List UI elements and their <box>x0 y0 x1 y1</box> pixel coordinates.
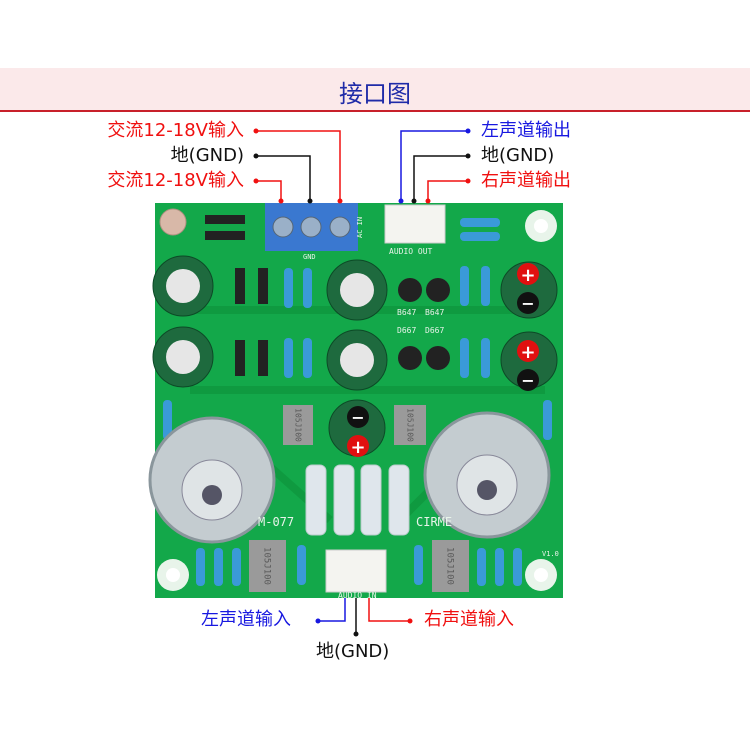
svg-text:+: + <box>350 437 365 458</box>
silk-d667: D667 <box>425 326 444 335</box>
mounting-hole <box>159 208 187 236</box>
audio-in-connector <box>325 549 387 593</box>
svg-text:+: + <box>520 265 535 286</box>
leader-dots <box>253 128 471 637</box>
polarity-plus-icon: + <box>517 340 539 363</box>
diode <box>205 215 245 224</box>
ac-terminal-block <box>265 203 358 251</box>
transistors <box>398 278 450 370</box>
polarity-minus-icon: − <box>347 406 369 428</box>
silk-d667: D667 <box>397 326 416 335</box>
resistors <box>163 218 552 586</box>
film-capacitor-marking: 105J100 <box>445 547 455 585</box>
capacitor-tops <box>166 269 374 377</box>
film-capacitors <box>249 405 469 592</box>
leader-lines <box>256 130 468 634</box>
silk-audio-out: AUDIO OUT <box>389 247 433 256</box>
mounting-hole <box>525 210 557 242</box>
silk-version: V1.0 <box>542 550 559 558</box>
svg-text:−: − <box>521 294 534 313</box>
diode <box>205 231 245 240</box>
silk-b647: B647 <box>425 308 444 317</box>
mounting-hole <box>525 559 557 591</box>
label-ac-input-1: 交流12-18V输入 <box>107 120 244 141</box>
svg-text:+: + <box>520 342 535 363</box>
silk-model-left: M-077 <box>258 515 294 529</box>
polarity-plus-icon: + <box>347 435 369 458</box>
polarity-minus-icon: − <box>517 292 539 314</box>
silk-gnd: GND <box>303 253 316 261</box>
label-gnd-input: 地(GND) <box>170 145 244 166</box>
vacuum-tube-left <box>148 416 276 544</box>
polarity-minus-icon: − <box>517 369 539 391</box>
label-ac-input-2: 交流12-18V输入 <box>107 170 244 191</box>
vacuum-tube-right <box>423 411 551 539</box>
rectifier-diodes <box>235 268 268 376</box>
label-right-output: 右声道输出 <box>481 170 571 191</box>
film-capacitor-marking: 105J100 <box>262 547 272 585</box>
svg-text:−: − <box>351 408 364 427</box>
label-left-input: 左声道输入 <box>201 609 291 630</box>
power-resistors <box>305 464 410 536</box>
silk-audio-in: AUDIO IN <box>338 591 377 600</box>
silk-b647: B647 <box>397 308 416 317</box>
polarity-plus-icon: + <box>517 263 539 286</box>
film-capacitor-marking: 105J100 <box>406 408 415 442</box>
audio-out-connector <box>384 204 446 244</box>
page-title: 接口图 <box>339 80 411 108</box>
svg-text:−: − <box>521 371 534 390</box>
mounting-hole <box>157 559 189 591</box>
label-right-input: 右声道输入 <box>424 609 514 630</box>
label-gnd-output: 地(GND) <box>481 145 555 166</box>
silk-ac-in: AC IN <box>356 217 364 238</box>
silk-model-right: CIRME <box>416 515 452 529</box>
header-band: 接口图 <box>0 68 750 112</box>
label-gnd-audio-in: 地(GND) <box>316 641 390 662</box>
label-left-output: 左声道输出 <box>481 120 571 141</box>
film-capacitor-marking: 105J100 <box>294 408 303 442</box>
